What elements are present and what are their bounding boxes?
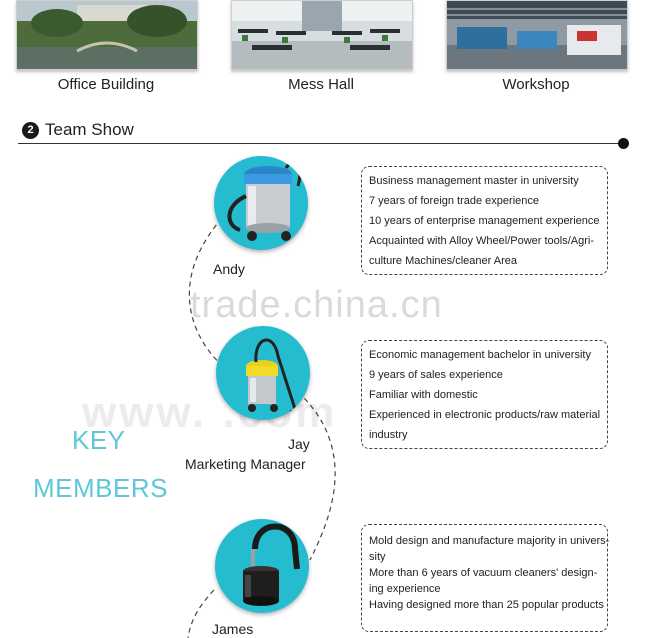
james-info-line: ing experience (369, 583, 441, 595)
mess-hall-photo (231, 0, 413, 70)
james-info-line: More than 6 years of vacuum cleaners' de… (369, 567, 598, 579)
andy-name: Andy (213, 261, 245, 277)
jay-info-line: Economic management bachelor in universi… (369, 349, 591, 361)
section-title: Team Show (45, 120, 134, 139)
jay-avatar (216, 326, 310, 420)
andy-info-line: culture Machines/cleaner Area (369, 255, 517, 267)
key-label: KEY (72, 425, 126, 455)
office-building-caption: Office Building (57, 76, 155, 93)
wet-dry-vacuum-icon (246, 338, 306, 414)
section-divider (18, 143, 622, 144)
james-info-line: Mold design and manufacture majority in … (369, 535, 610, 547)
james-info-line: sity (369, 551, 386, 563)
andy-info-box: Business management master in university… (361, 166, 608, 275)
ash-vacuum-icon (243, 523, 300, 606)
jay-info-line: Familiar with domestic (369, 389, 478, 401)
jay-info-box: Economic management bachelor in universi… (361, 340, 608, 449)
watermark-text: trade.china.cn (190, 284, 443, 326)
jay-info-line: industry (369, 429, 408, 441)
andy-info-line: 7 years of foreign trade experience (369, 195, 539, 207)
office-building-photo (16, 0, 198, 70)
jay-info-line: Experienced in electronic products/raw m… (369, 409, 601, 421)
workshop-caption: Workshop (502, 76, 570, 93)
andy-info-line: 10 years of enterprise management experi… (369, 215, 600, 227)
james-info-box: Mold design and manufacture majority in … (361, 524, 610, 632)
divider-end-dot (618, 138, 629, 149)
andy-info-line: Business management master in university (369, 175, 579, 187)
andy-avatar (214, 156, 308, 250)
james-avatar (215, 519, 309, 613)
jay-info-line: 9 years of sales experience (369, 369, 503, 381)
james-info-line: Having designed more than 25 popular pro… (369, 599, 604, 611)
andy-info-line: Acquainted with Alloy Wheel/Power tools/… (369, 235, 594, 247)
james-name: James (212, 621, 254, 637)
mess-hall-caption: Mess Hall (288, 76, 354, 93)
members-label: MEMBERS (33, 473, 168, 503)
vacuum-cleaner-icon (227, 161, 302, 241)
jay-role: Marketing Manager (185, 456, 306, 472)
section-header: 2 Team Show (22, 120, 134, 140)
jay-name: Jay (288, 436, 310, 452)
section-number-badge: 2 (22, 121, 39, 139)
workshop-photo (446, 0, 628, 70)
